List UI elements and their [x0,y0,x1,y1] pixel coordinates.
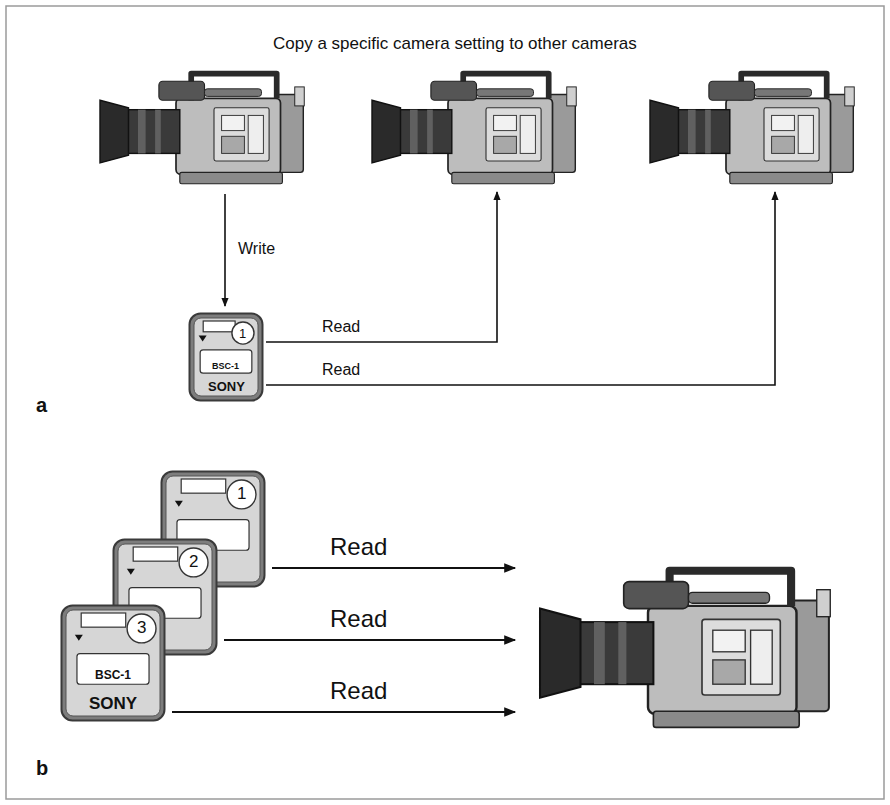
frame [6,6,884,799]
arrow-label: Read [330,605,387,633]
arrow-label: Read [322,361,360,379]
arrow-label: Write [238,240,275,258]
camera [372,74,576,184]
brand-name: SONY [89,694,137,714]
camera [540,571,830,728]
arrow-label: Read [330,677,387,705]
memory-card: 1BSC-1SONY [188,312,264,402]
card-number: 1 [237,484,246,504]
camera [650,74,854,184]
arrow-label: Read [330,533,387,561]
read-arrow [224,639,515,641]
write-arrow [224,194,226,306]
read-arrow [266,192,775,385]
brand-name: SONY [208,379,245,394]
read-arrow [272,567,515,569]
model-name: BSC-1 [95,668,131,682]
read-arrow [266,192,497,342]
card-number: 1 [239,326,246,341]
card-number: 2 [189,552,198,572]
model-name: BSC-1 [212,361,239,371]
panel-letter: a [36,394,47,417]
card-number: 3 [137,618,146,638]
read-arrow [172,711,515,713]
memory-card: 3BSC-1SONY [60,604,166,722]
title: Copy a specific camera setting to other … [273,34,637,54]
panel-letter: b [36,757,48,780]
camera [100,74,304,184]
arrow-label: Read [322,318,360,336]
